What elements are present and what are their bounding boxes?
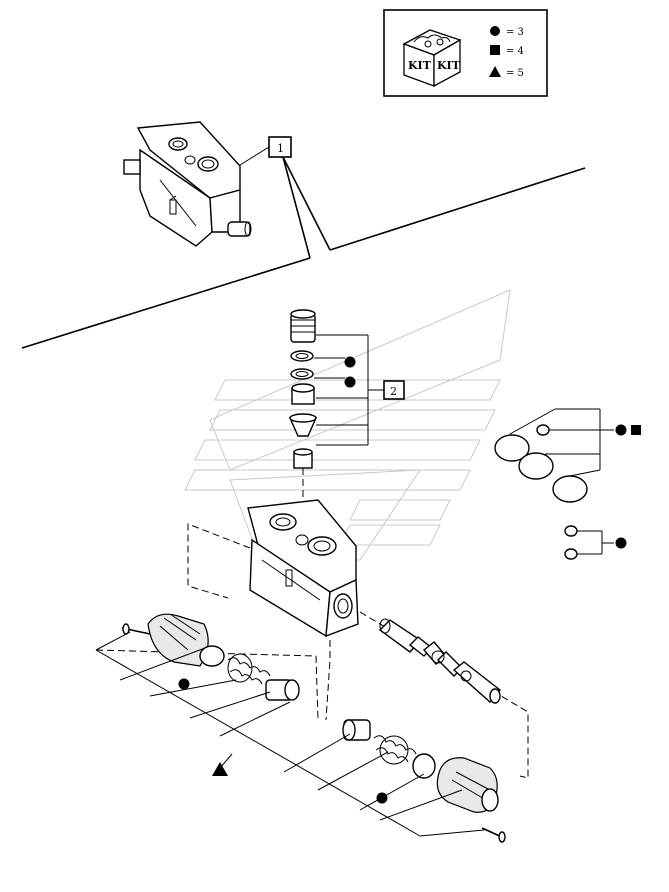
control-spool bbox=[378, 618, 502, 704]
legend-triangle-label: = 5 bbox=[506, 68, 524, 79]
end-cap-right-assembly bbox=[342, 719, 506, 843]
circle-marker-kit3 bbox=[178, 678, 190, 690]
legend-square-label: = 4 bbox=[506, 46, 524, 57]
circle-marker-kit3 bbox=[344, 356, 356, 368]
kit-box-icon: KIT KIT bbox=[402, 29, 462, 88]
legend-circle-icon bbox=[490, 26, 500, 36]
kit-label-right: KIT bbox=[437, 59, 461, 72]
valve-assembly-overview bbox=[123, 121, 252, 247]
callout-2-label: 2 bbox=[390, 385, 397, 398]
circle-marker-kit3 bbox=[615, 537, 627, 549]
triangle-marker-kit5 bbox=[212, 762, 228, 776]
small-seal-rings bbox=[564, 525, 627, 560]
section-divider bbox=[21, 167, 586, 349]
callout-2-bracket: 2 bbox=[314, 334, 405, 446]
callout-1: 1 bbox=[239, 136, 331, 259]
circle-marker-kit3 bbox=[344, 376, 356, 388]
square-marker-kit4 bbox=[631, 425, 641, 435]
assembly-guides bbox=[95, 523, 529, 779]
end-cap-left-assembly bbox=[121, 613, 300, 701]
watermark-logo bbox=[184, 289, 511, 561]
relief-valve-parts-stack bbox=[288, 309, 318, 512]
seal-kit-rings bbox=[494, 408, 641, 503]
callout-1-label: 1 bbox=[277, 142, 284, 155]
legend-triangle-icon bbox=[489, 66, 501, 77]
circle-marker-kit3 bbox=[376, 792, 388, 804]
circle-marker-kit3 bbox=[615, 424, 627, 436]
legend-box: KIT KIT = 3 = 4 = 5 bbox=[383, 9, 548, 97]
legend-square-icon bbox=[490, 45, 500, 55]
kit5-bracket-lines bbox=[95, 631, 485, 837]
valve-body-section bbox=[247, 499, 359, 638]
legend-circle-label: = 3 bbox=[506, 27, 524, 38]
kit-label-left: KIT bbox=[408, 59, 432, 72]
